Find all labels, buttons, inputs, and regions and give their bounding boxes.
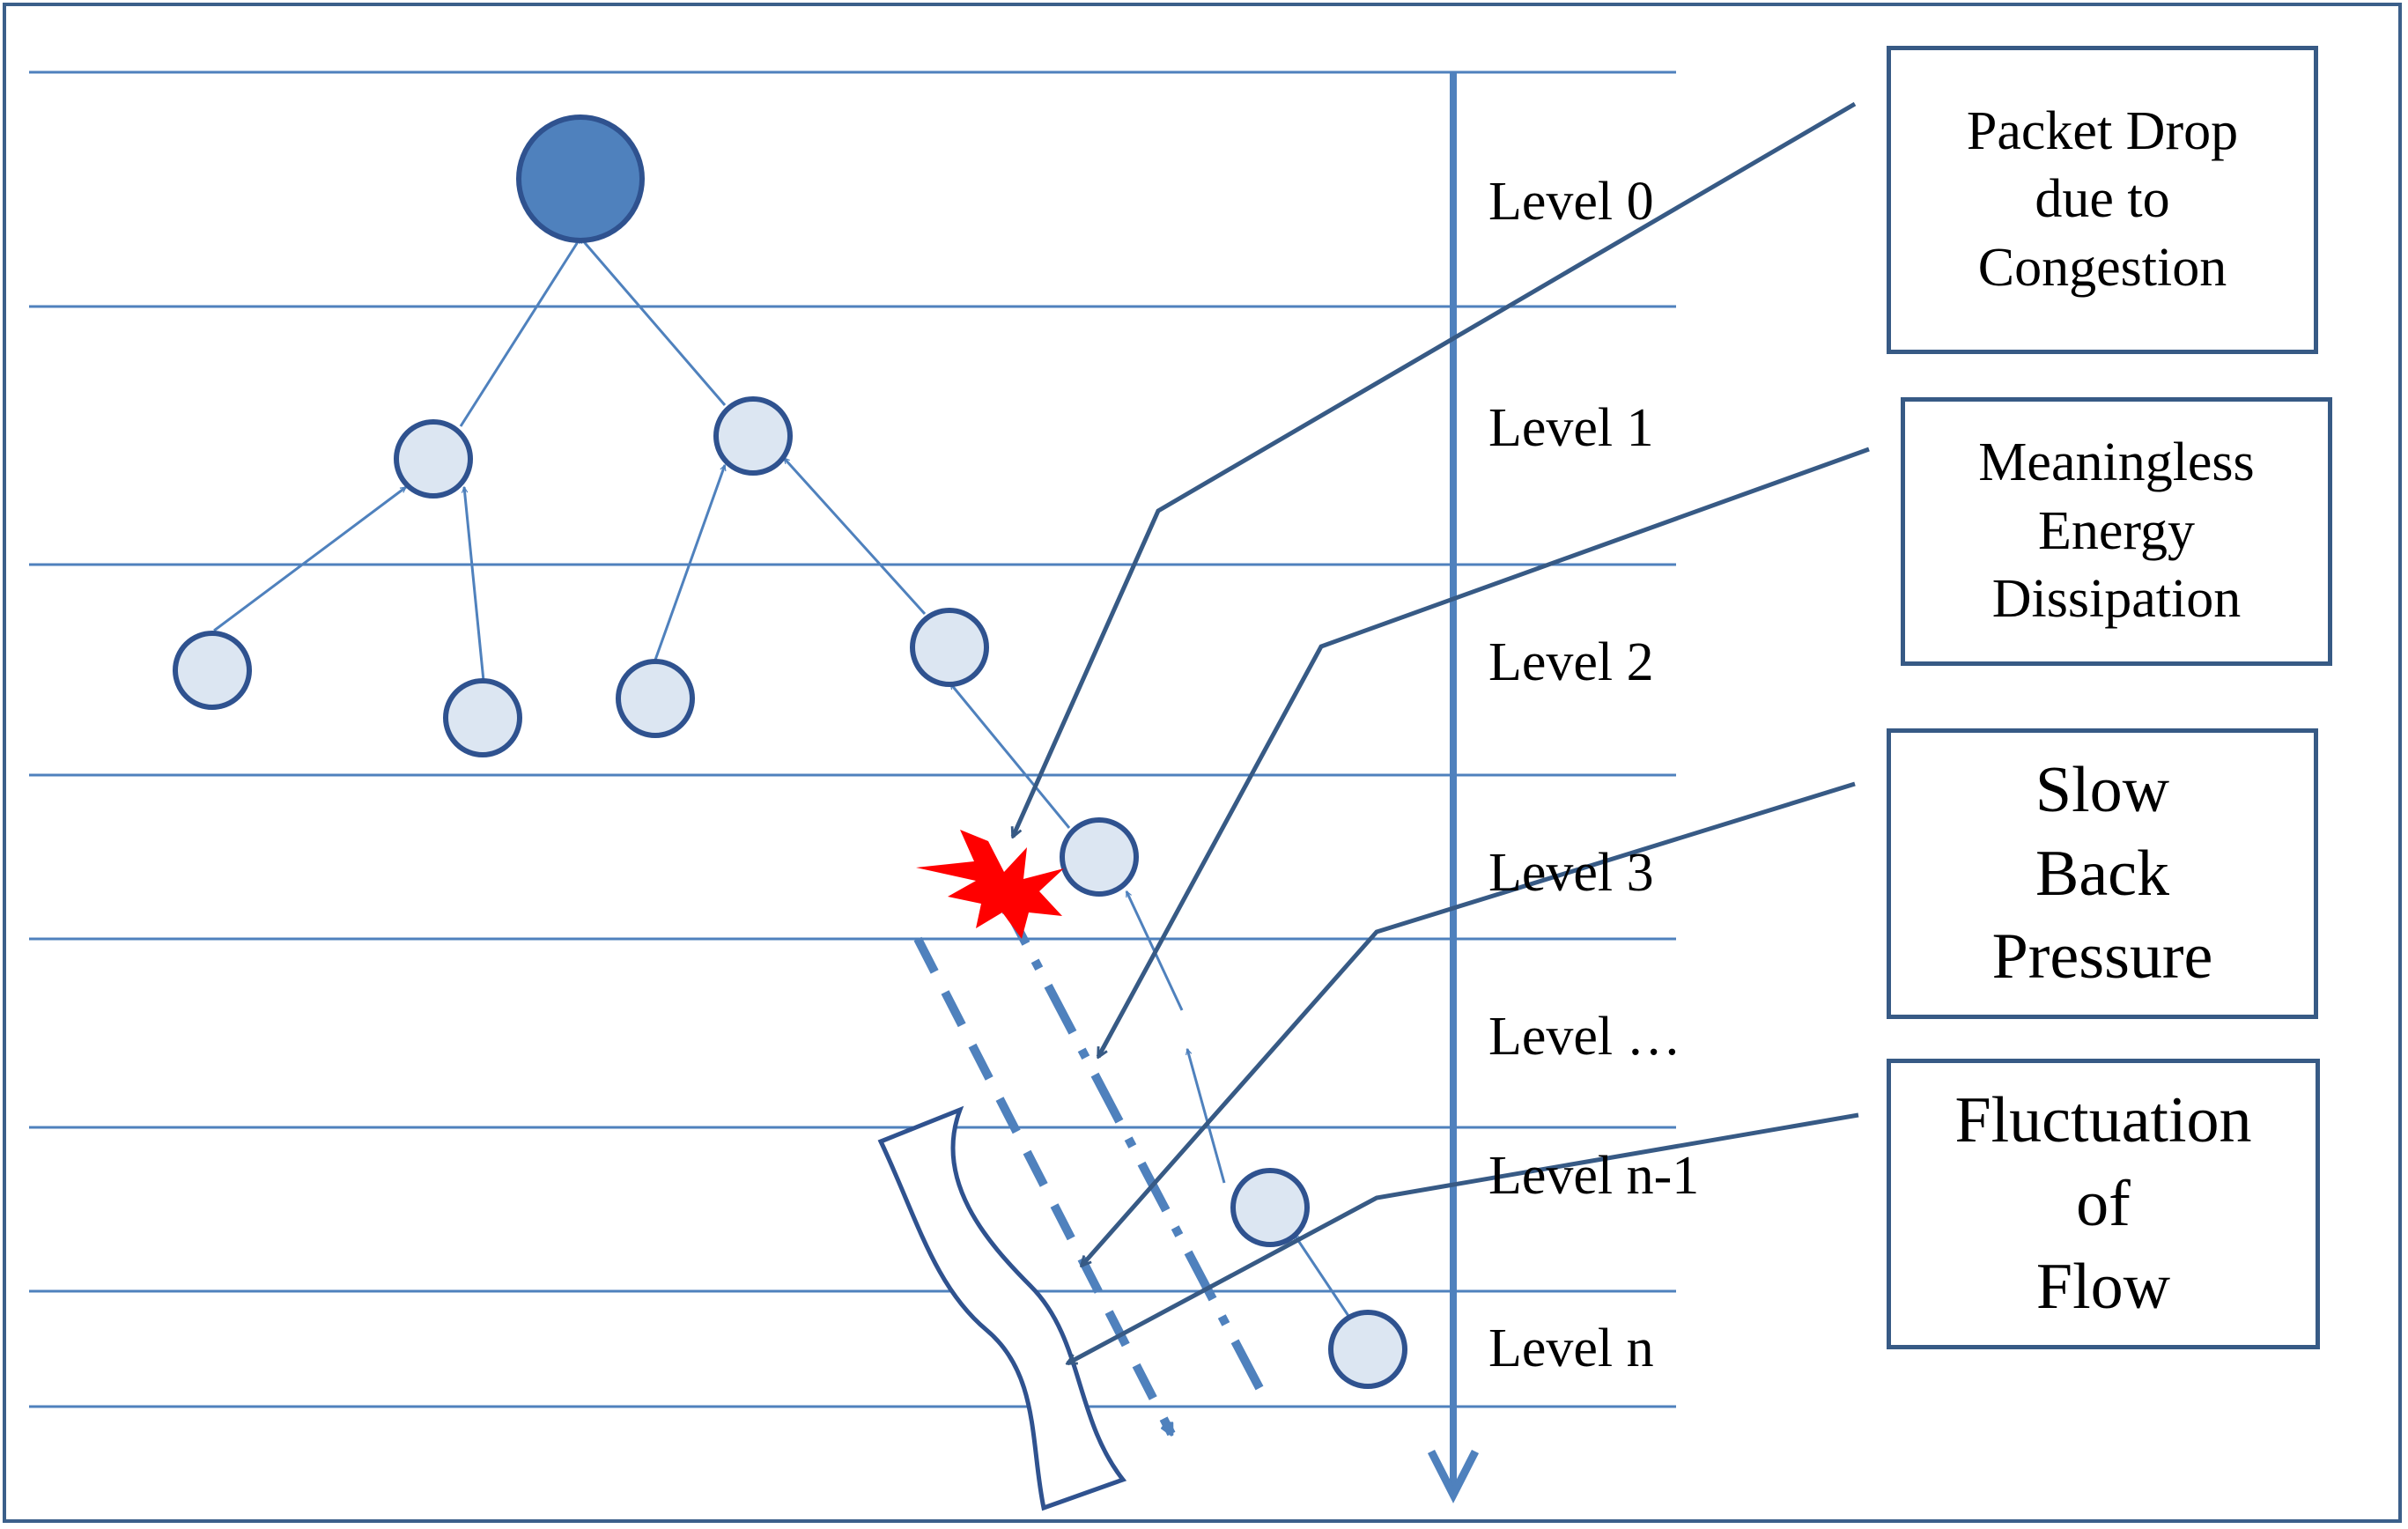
tree-node <box>616 659 695 738</box>
tree-edge <box>213 485 406 632</box>
energy-leader <box>1096 447 1870 1057</box>
callout-line: Pressure <box>1991 920 2213 993</box>
callout-line: Flow <box>2035 1251 2171 1324</box>
fluctuation-callout: Fluctuation of Flow <box>1887 1059 2320 1349</box>
callout-line: of <box>2076 1167 2131 1240</box>
energy-dissipation-callout: Meaningless Energy Dissipation <box>1901 397 2332 666</box>
fluctuation-leader <box>1067 1112 1859 1366</box>
tree-edge <box>464 487 485 682</box>
tree-node <box>173 631 252 710</box>
flow-fluctuation-wave <box>877 1105 1127 1511</box>
callout-line: Packet Drop <box>1966 100 2239 161</box>
tree-edge <box>782 456 927 616</box>
level-separators <box>29 70 1676 1408</box>
tree-nodes <box>173 114 1407 1389</box>
flow-lines <box>913 902 1264 1434</box>
tree-edges <box>213 238 1352 1319</box>
root-node <box>516 114 645 243</box>
depth-axis-arrow <box>1427 72 1480 1503</box>
tree-edge <box>459 238 582 427</box>
level-label-ellipsis: Level … <box>1488 1007 1681 1067</box>
level-label-0: Level 0 <box>1488 172 1654 232</box>
callout-line: due to <box>2035 169 2170 230</box>
diagram-frame <box>3 3 2402 1523</box>
level-label-n: Level n <box>1488 1318 1654 1378</box>
tree-node <box>910 608 989 687</box>
callout-line: Energy <box>2038 500 2195 561</box>
tree-edge <box>1292 1234 1352 1319</box>
callout-line: Slow <box>2035 753 2170 826</box>
packet-drop-callout: Packet Drop due to Congestion <box>1887 46 2318 354</box>
level-label-n-minus-1: Level n-1 <box>1488 1146 1700 1206</box>
packet-drop-leader <box>1010 101 1857 837</box>
tree-edge <box>1187 1049 1226 1184</box>
callout-line: Congestion <box>1977 237 2227 298</box>
tree-edge <box>579 238 727 406</box>
level-label-1: Level 1 <box>1488 398 1654 458</box>
tree-node <box>713 396 793 476</box>
tree-node <box>394 419 473 499</box>
dashed-flow-arrow <box>913 936 1176 1434</box>
callout-leaders <box>1010 101 1870 1366</box>
packet-drop-burst-icon <box>916 830 1064 939</box>
tree-node <box>1328 1310 1407 1389</box>
callout-line: Dissipation <box>1991 569 2242 630</box>
callout-line: Back <box>2035 837 2170 910</box>
level-label-3: Level 3 <box>1488 843 1654 903</box>
tree-node <box>443 678 522 757</box>
back-pressure-callout: Slow Back Pressure <box>1887 728 2318 1019</box>
back-pressure-leader <box>1082 781 1856 1266</box>
dash-dot-flow-arrow <box>1000 902 1264 1391</box>
level-label-2: Level 2 <box>1488 632 1654 692</box>
callout-line: Meaningless <box>1978 432 2255 493</box>
tree-node <box>1060 817 1139 897</box>
callout-line: Fluctuation <box>1954 1083 2252 1156</box>
tree-node <box>1230 1168 1310 1247</box>
tree-edge <box>949 683 1071 829</box>
tree-edge <box>653 465 725 663</box>
